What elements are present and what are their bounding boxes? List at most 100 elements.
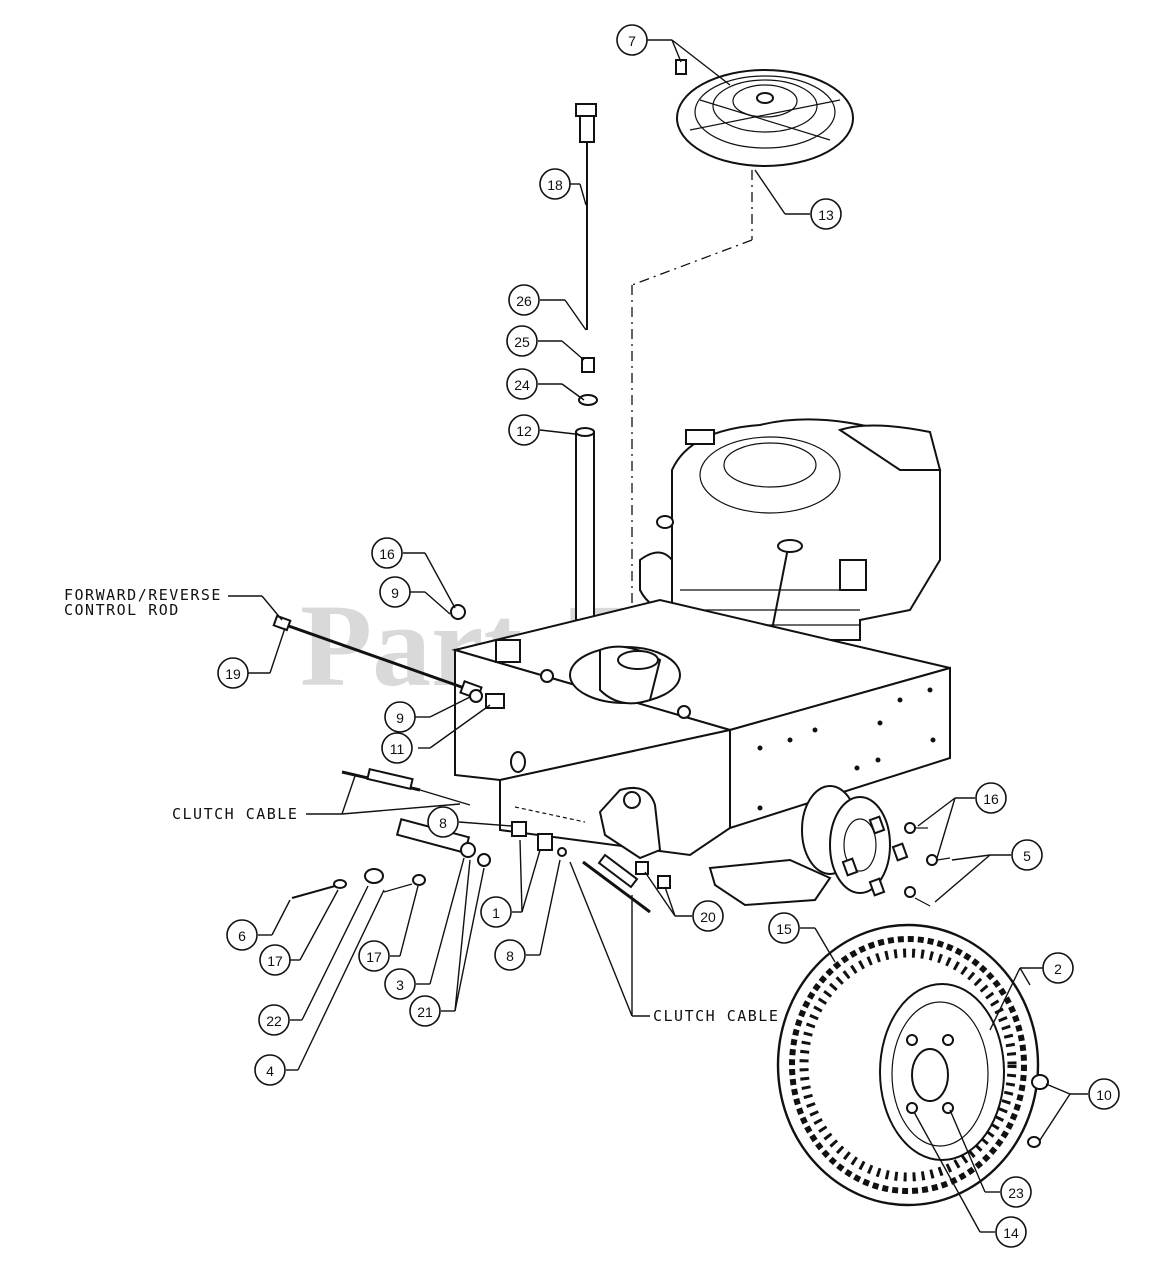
engine [639, 418, 942, 641]
callout-number: 20 [700, 909, 716, 925]
callout-9: 9 [384, 701, 416, 733]
callout-number: 1 [492, 905, 500, 921]
callout-2: 2 [1042, 952, 1074, 984]
callout-number: 16 [983, 791, 999, 807]
callout-number: 11 [390, 741, 405, 757]
callout-26: 26 [508, 284, 540, 316]
callout-number: 13 [818, 207, 834, 223]
callout-number: 2 [1054, 961, 1062, 977]
control-rod [272, 604, 691, 719]
label-clutch-cable-bottom: CLUTCH CABLE [653, 1007, 779, 1025]
callout-17: 17 [259, 944, 291, 976]
callout-circle [539, 168, 571, 200]
callout-number: 17 [366, 949, 382, 965]
callout-circle [810, 198, 842, 230]
callout-9: 9 [379, 576, 411, 608]
callout-circle [995, 1216, 1027, 1248]
callout-number: 17 [267, 953, 283, 969]
transaxle [635, 785, 951, 907]
callout-number: 10 [1096, 1087, 1112, 1103]
callout-circle [1000, 1176, 1032, 1208]
callout-4: 4 [254, 1054, 286, 1086]
callout-16: 16 [975, 782, 1007, 814]
callout-12: 12 [508, 414, 540, 446]
callout-circle [254, 1054, 286, 1086]
callout-circle [384, 968, 416, 1000]
callout-number: 8 [506, 948, 514, 964]
callout-circle [616, 24, 648, 56]
callout-circle [409, 995, 441, 1027]
callout-circle [494, 939, 526, 971]
callout-number: 15 [776, 921, 792, 937]
callout-circle [384, 701, 416, 733]
callout-circle [258, 1004, 290, 1036]
callout-circle [506, 325, 538, 357]
callout-number: 26 [516, 293, 532, 309]
callout-circle [217, 657, 249, 689]
callout-15: 15 [768, 912, 800, 944]
callout-11: 11 [381, 732, 413, 764]
callout-7: 7 [616, 24, 648, 56]
callout-circle [506, 368, 538, 400]
callout-18: 18 [539, 168, 571, 200]
callout-number: 4 [266, 1063, 274, 1079]
label-forward-reverse: FORWARD/REVERSE [64, 586, 222, 604]
callout-25: 25 [506, 325, 538, 357]
callout-number: 6 [238, 928, 246, 944]
callout-19: 19 [217, 657, 249, 689]
callout-circle [508, 284, 540, 316]
callout-3: 3 [384, 968, 416, 1000]
callout-number: 9 [391, 585, 399, 601]
callout-number: 18 [547, 177, 563, 193]
callout-circle [1088, 1078, 1120, 1110]
callout-circle [226, 919, 258, 951]
callout-number: 8 [439, 815, 447, 831]
label-clutch-cable-left: CLUTCH CABLE [172, 805, 298, 823]
callout-number: 5 [1023, 848, 1031, 864]
callout-circle [371, 537, 403, 569]
callout-number: 21 [417, 1004, 433, 1020]
callout-circle [427, 806, 459, 838]
frame [451, 598, 951, 857]
callout-circle [1042, 952, 1074, 984]
callout-number: 7 [628, 33, 636, 49]
callout-number: 16 [379, 546, 395, 562]
callout-circle [381, 732, 413, 764]
callout-24: 24 [506, 368, 538, 400]
callout-20: 20 [692, 900, 724, 932]
callout-number: 14 [1003, 1225, 1019, 1241]
label-control-rod: CONTROL ROD [64, 601, 180, 619]
callout-14: 14 [995, 1216, 1027, 1248]
callout-16: 16 [371, 537, 403, 569]
callout-21: 21 [409, 995, 441, 1027]
blower-shroud [675, 59, 854, 167]
callout-circle [692, 900, 724, 932]
callout-10: 10 [1088, 1078, 1120, 1110]
callout-23: 23 [1000, 1176, 1032, 1208]
callout-5: 5 [1011, 839, 1043, 871]
dipstick-assembly [575, 103, 598, 621]
callout-17: 17 [358, 940, 390, 972]
callout-number: 3 [396, 977, 404, 993]
callout-circle [975, 782, 1007, 814]
callout-number: 23 [1008, 1185, 1024, 1201]
callout-number: 25 [514, 334, 530, 350]
callout-circle [358, 940, 390, 972]
callout-circle [768, 912, 800, 944]
callout-circle [480, 896, 512, 928]
callout-8: 8 [494, 939, 526, 971]
callout-number: 12 [516, 423, 532, 439]
callout-circle [1011, 839, 1043, 871]
callout-number: 19 [225, 666, 241, 682]
callout-number: 9 [396, 710, 404, 726]
callout-1: 1 [480, 896, 512, 928]
callout-8: 8 [427, 806, 459, 838]
callout-number: 24 [514, 377, 530, 393]
callout-circle [508, 414, 540, 446]
callout-22: 22 [258, 1004, 290, 1036]
callout-leaders [248, 39, 1088, 1233]
clutch-assembly [291, 767, 662, 914]
wheel [776, 923, 1049, 1207]
